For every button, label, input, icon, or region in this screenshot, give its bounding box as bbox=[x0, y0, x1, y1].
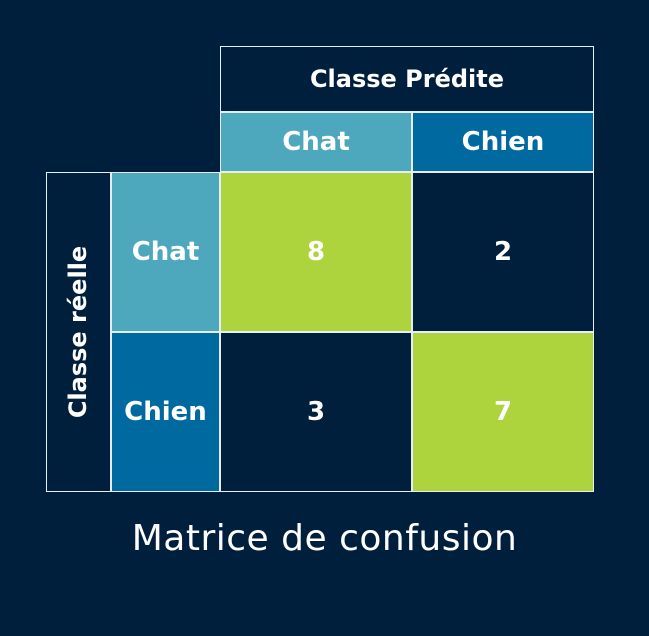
actual-label-chien: Chien bbox=[111, 332, 220, 492]
actual-class-header: Classe réelle bbox=[46, 172, 111, 492]
matrix-cell-chat-chien: 2 bbox=[412, 172, 594, 332]
actual-label-chat: Chat bbox=[111, 172, 220, 332]
matrix-cell-chien-chat: 3 bbox=[220, 332, 412, 492]
matrix-cell-chien-chien: 7 bbox=[412, 332, 594, 492]
predicted-label-chien: Chien bbox=[412, 112, 594, 172]
predicted-label-chat: Chat bbox=[220, 112, 412, 172]
actual-class-header-text: Classe réelle bbox=[64, 245, 93, 419]
predicted-class-header: Classe Prédite bbox=[220, 46, 594, 112]
caption: Matrice de confusion bbox=[131, 518, 518, 559]
matrix-cell-chat-chat: 8 bbox=[220, 172, 412, 332]
